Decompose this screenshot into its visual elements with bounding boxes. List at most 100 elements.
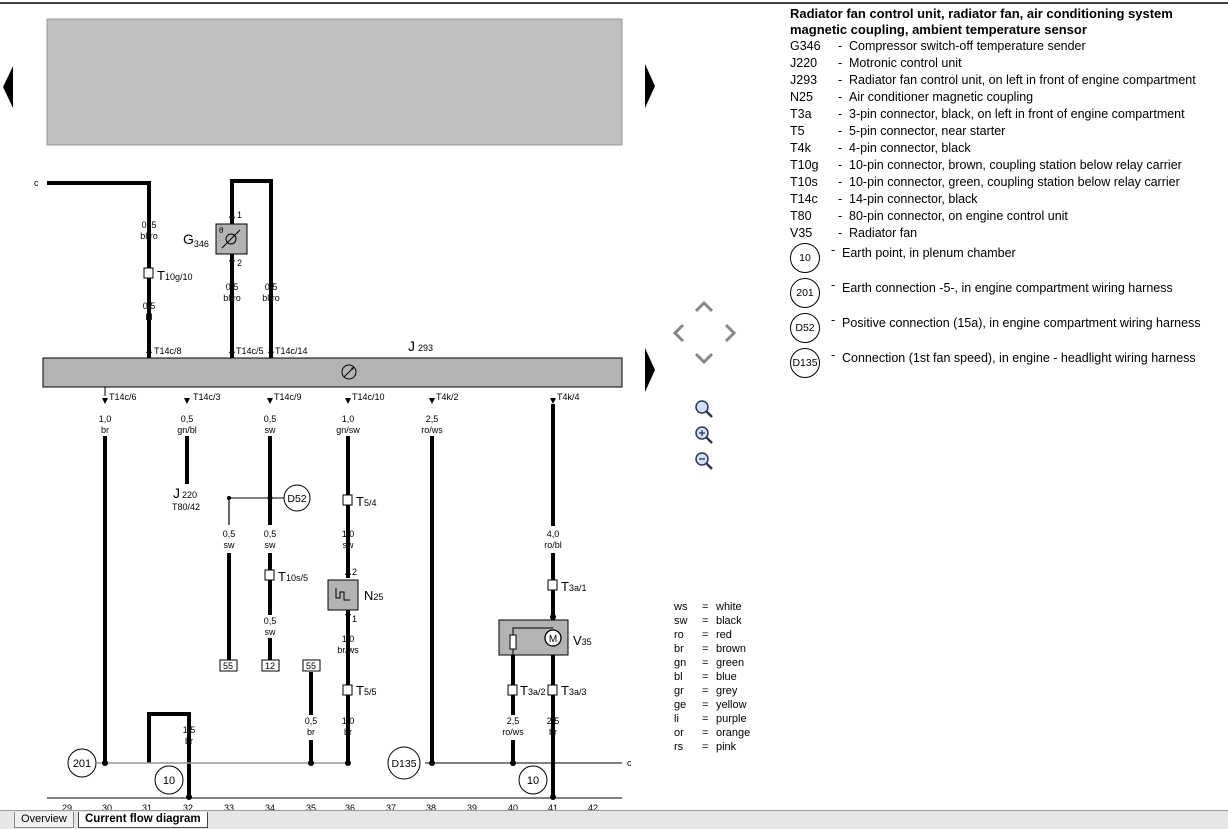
next-page-lower-arrow-icon[interactable] — [645, 348, 655, 392]
connector-icon — [143, 267, 154, 279]
legend-desc: 10-pin connector, green, coupling statio… — [849, 175, 1180, 189]
component-legend: Radiator fan control unit, radiator fan,… — [790, 6, 1226, 383]
wire-color: ro/ws — [421, 425, 443, 435]
zoom-in-icon[interactable] — [695, 426, 713, 444]
wire-color: br — [307, 727, 315, 737]
tab-overview[interactable]: Overview — [14, 812, 74, 828]
pan-right-icon[interactable] — [724, 323, 737, 343]
color-code: ro — [674, 629, 684, 641]
wire-size: 0,5 — [181, 414, 194, 424]
connector-icon — [264, 494, 558, 696]
previous-page-arrow-icon[interactable] — [3, 66, 13, 108]
wire-color: br — [101, 425, 109, 435]
wire-size: 0,5 — [305, 716, 318, 726]
wire-size: 0,5 — [265, 282, 278, 292]
legend-desc: Earth point, in plenum chamber — [842, 246, 1016, 260]
color-code: sw — [674, 615, 688, 627]
legend-dash: - — [838, 124, 843, 138]
legend-dash: - — [831, 313, 836, 327]
legend-code: V35 — [790, 226, 813, 240]
legend-desc: 4-pin connector, black — [849, 141, 971, 155]
legend-desc: Connection (1st fan speed), in engine - … — [842, 351, 1196, 365]
wire-color: bl/ro — [140, 231, 158, 241]
earth-node-10-label: 10 — [527, 775, 539, 787]
legend-code: T80 — [790, 209, 812, 223]
wire-color: br/ws — [337, 645, 359, 655]
color-code: br — [674, 643, 684, 655]
color-key-item: rs=pink — [674, 740, 750, 754]
legend-item: T3a-3-pin connector, black, on left in f… — [790, 106, 1226, 123]
legend-dash: - — [838, 175, 843, 189]
color-name: green — [716, 657, 745, 669]
color-name: white — [716, 601, 742, 613]
control-unit-symbol-icon — [341, 364, 357, 380]
wire — [230, 179, 273, 358]
wire-size: 2,5 — [426, 414, 439, 424]
wire-color: br — [549, 727, 557, 737]
connector-label: T3a/2 — [520, 683, 545, 698]
color-code: gr — [674, 685, 684, 697]
pan-up-icon[interactable] — [694, 300, 714, 313]
track-number: 30 — [102, 803, 112, 810]
zoom-out-icon[interactable] — [695, 452, 713, 470]
color-eq: = — [702, 601, 709, 613]
legend-desc: Radiator fan control unit, on left in fr… — [849, 73, 1196, 87]
color-code: gn — [674, 657, 687, 669]
legend-dash: - — [838, 226, 843, 240]
legend-desc: 5-pin connector, near starter — [849, 124, 1006, 138]
color-eq: = — [702, 741, 709, 753]
wire-color: sw — [265, 540, 277, 550]
legend-dash: - — [838, 39, 843, 53]
connector-label: T3a/1 — [561, 579, 586, 594]
edge-label-c-top: c — [34, 178, 39, 188]
connector-label: T5/5 — [356, 683, 376, 698]
legend-desc: Compressor switch-off temperature sender — [849, 39, 1086, 53]
pin-label: T14c/14 — [275, 346, 308, 356]
legend-node-circle: D135 — [790, 348, 820, 378]
wire-color: sw — [343, 540, 355, 550]
wire-color: br — [344, 727, 352, 737]
v35-label: V35 — [573, 633, 592, 648]
legend-dash: - — [838, 192, 843, 206]
legend-item: T14c-14-pin connector, black — [790, 191, 1226, 208]
legend-node-circle: 10 — [790, 243, 820, 273]
reference-label: 12 — [265, 661, 275, 671]
color-code: li — [674, 713, 679, 725]
color-key-item: ge=yellow — [674, 698, 750, 712]
reference-box — [261, 659, 280, 672]
legend-node-circle: D52 — [790, 313, 820, 343]
wire-color: br — [185, 736, 193, 746]
wire-size: 1,5 — [183, 725, 196, 735]
d52-node — [283, 484, 311, 512]
g346-sender: θ — [215, 223, 248, 255]
legend-desc: Radiator fan — [849, 226, 918, 240]
legend-code: J220 — [790, 56, 818, 70]
pin-label: T14c/10 — [352, 392, 385, 402]
track-number: 38 — [426, 803, 436, 810]
pin-label: T14c/8 — [154, 346, 182, 356]
j220-pin-label: T80/42 — [172, 502, 200, 512]
legend-node-circle: 201 — [790, 278, 820, 308]
earth-node-10 — [154, 765, 184, 795]
next-page-arrow-icon[interactable] — [645, 64, 655, 108]
pan-down-icon[interactable] — [694, 352, 714, 365]
color-key-item: gr=grey — [674, 684, 750, 698]
wire-color: sw — [265, 627, 277, 637]
earth-node-201 — [67, 748, 97, 778]
track-number: 36 — [345, 803, 355, 810]
tab-current-flow-diagram[interactable]: Current flow diagram — [78, 812, 208, 828]
pin-label: T14c/5 — [236, 346, 264, 356]
color-eq: = — [702, 727, 709, 739]
sheet-tab-bar: Overview Current flow diagram — [0, 810, 1228, 829]
wire-color: bl/ro — [262, 293, 280, 303]
track-number: 41 — [548, 803, 558, 810]
zoom-icon[interactable] — [695, 400, 713, 418]
color-code: or — [674, 727, 684, 739]
color-name: black — [716, 615, 742, 627]
connector-label: T10s/5 — [278, 569, 308, 584]
pan-left-icon[interactable] — [672, 323, 685, 343]
color-key-item: or=orange — [674, 726, 750, 740]
